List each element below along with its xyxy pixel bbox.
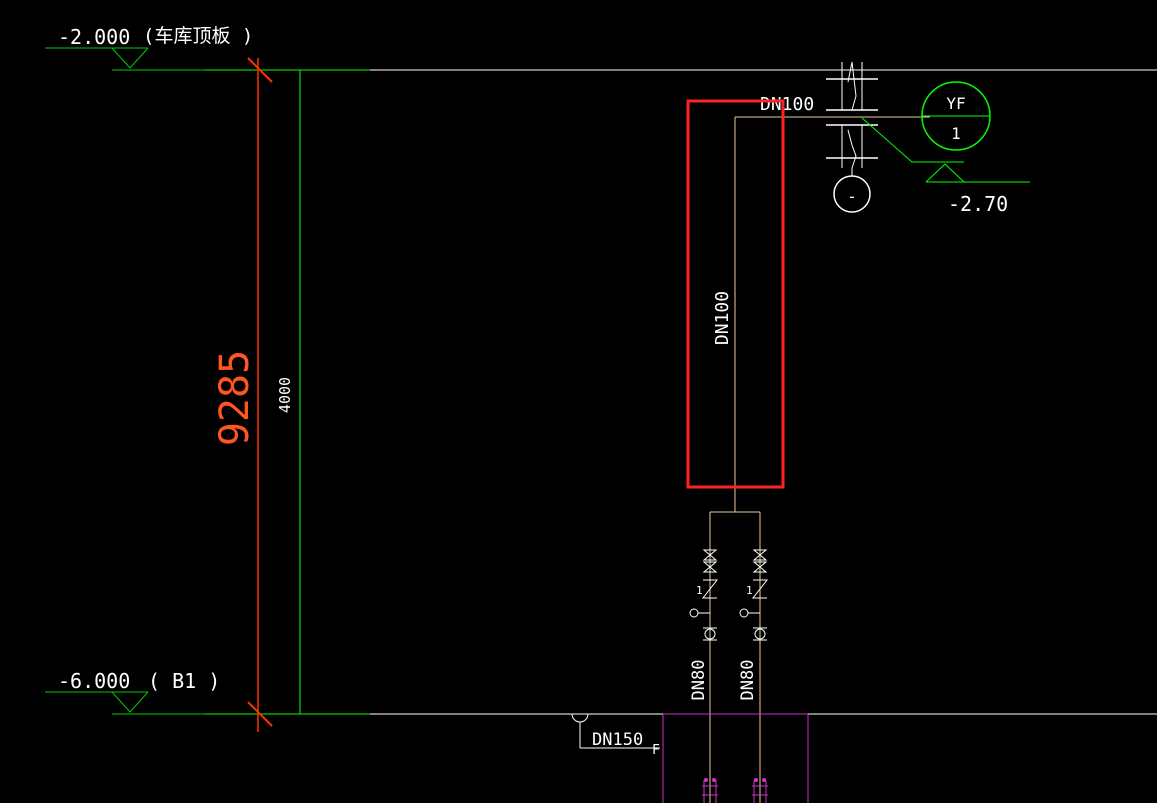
valve-group-left: 1	[689, 549, 719, 641]
dimension-storey: 4000	[276, 69, 308, 715]
level-bottom-note: ( B1 )	[148, 669, 220, 693]
highlight-box	[686, 99, 785, 489]
bottom-drain: DN150 F	[571, 713, 660, 758]
fan-elevation: -2.70	[948, 192, 1008, 216]
slab-break-symbol: -	[826, 61, 878, 213]
level-top-elevation: -2.000	[58, 25, 130, 49]
dimension-overall: 9285	[212, 57, 273, 732]
dimension-overall-value: 9285	[212, 350, 258, 446]
valve-group-right: 1	[739, 549, 769, 641]
level-bottom-elevation: -6.000	[58, 669, 130, 693]
index-circle	[833, 175, 871, 213]
level-mark-bottom: -6.000 ( B1 )	[45, 669, 220, 715]
fan-symbol: YF 1 -2.70	[861, 81, 1030, 216]
bottom-main-pipe-label: DN150	[592, 730, 643, 750]
index-symbol: -	[847, 187, 857, 206]
branch-tag-left: 1	[696, 584, 703, 597]
riser-pipe: DN100 DN100	[712, 94, 930, 512]
top-branch-pipe-label: DN100	[760, 94, 814, 115]
floor-lines	[205, 69, 1157, 715]
fan-code: YF	[946, 94, 965, 113]
pit-outline	[662, 713, 809, 803]
branch-left-pipe-label: DN80	[689, 660, 709, 701]
dimension-storey-value: 4000	[276, 377, 294, 413]
pump-foot-right	[752, 778, 768, 803]
level-mark-top: -2.000 (车库顶板 )	[45, 25, 253, 71]
fan-number: 1	[951, 124, 961, 143]
branch-manifold: 1 1 DN80 DN80	[689, 511, 769, 803]
branch-tag-right: 1	[746, 584, 753, 597]
f-tag: F	[652, 743, 660, 758]
branch-right-pipe-label: DN80	[738, 660, 758, 701]
pump-foot-left	[702, 778, 718, 803]
riser-pipe-label: DN100	[712, 291, 733, 345]
level-top-note: (车库顶板 )	[143, 25, 253, 47]
